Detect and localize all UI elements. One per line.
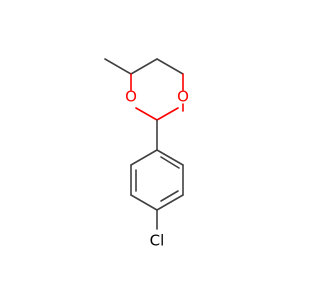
oxygen-atom-left: O xyxy=(125,88,137,106)
molecule-svg: O O Cl xyxy=(104,58,189,250)
bond-phenyl-double-2 xyxy=(160,190,179,202)
bond-phenyl-6 xyxy=(130,149,158,166)
bond-ring-c2-o3 xyxy=(135,107,158,121)
bond-ring-c4-c5 xyxy=(130,58,158,75)
bond-phenyl-1 xyxy=(156,149,184,166)
bond-methyl xyxy=(104,58,132,75)
molecule-diagram: O O Cl xyxy=(104,58,189,250)
bond-ring-c5-c6 xyxy=(156,58,184,75)
chlorine-atom: Cl xyxy=(150,232,165,250)
bond-ring-o1-c2 xyxy=(156,107,179,121)
oxygen-atom-right: O xyxy=(177,88,189,106)
bond-phenyl-double-1 xyxy=(160,156,180,169)
bond-phenyl-4 xyxy=(130,194,158,211)
bond-phenyl-3 xyxy=(156,194,184,211)
